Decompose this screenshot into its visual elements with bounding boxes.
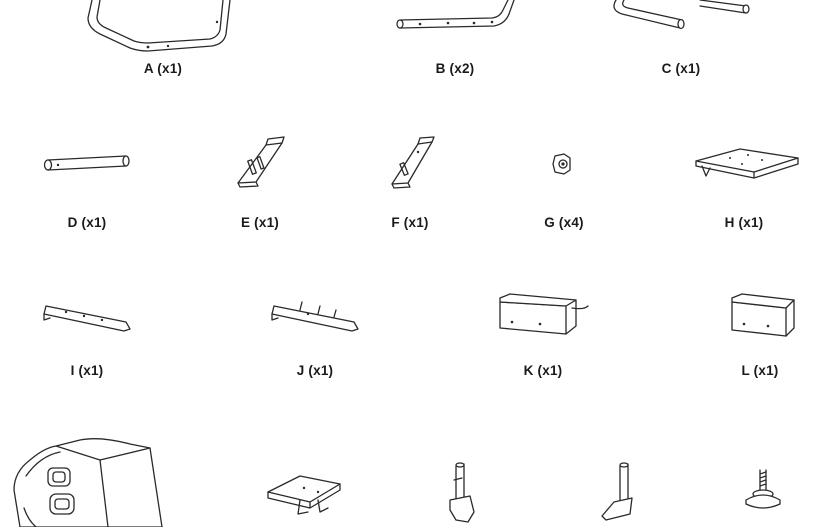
part-h-label: H (x1) <box>724 215 764 230</box>
part-b-label: B (x2) <box>435 61 475 76</box>
part-d-label: D (x1) <box>67 215 107 230</box>
part-a-label: A (x1) <box>143 61 183 76</box>
part-g-label: G (x4) <box>544 215 584 230</box>
part-j-label: J (x1) <box>296 363 334 378</box>
part-l-label: L (x1) <box>741 363 779 378</box>
part-e-label: E (x1) <box>241 215 279 230</box>
part-c-label: C (x1) <box>661 61 701 76</box>
part-f-label: F (x1) <box>391 215 429 230</box>
part-i-label: I (x1) <box>70 363 104 378</box>
part-k-label: K (x1) <box>523 363 563 378</box>
